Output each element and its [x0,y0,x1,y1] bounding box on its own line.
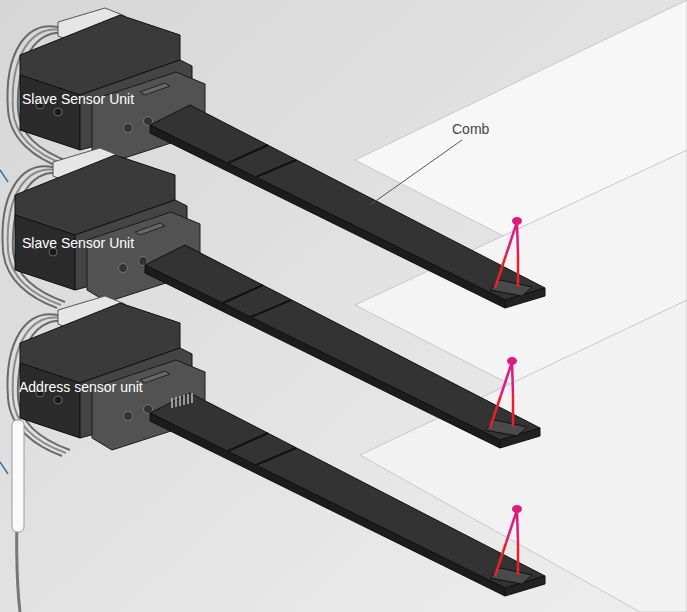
edge-mark [0,170,8,182]
part-label: Address sensor unit [19,379,189,396]
address-barcode [172,393,192,408]
leader-line [370,140,462,205]
address-sensor-unit [8,296,545,596]
edge-mark [0,462,8,474]
part-label: Slave Sensor Unit [22,235,182,252]
part-label: Slave Sensor Unit [22,91,182,108]
part-label: Comb [452,121,532,138]
cable-sleeve [12,420,24,532]
